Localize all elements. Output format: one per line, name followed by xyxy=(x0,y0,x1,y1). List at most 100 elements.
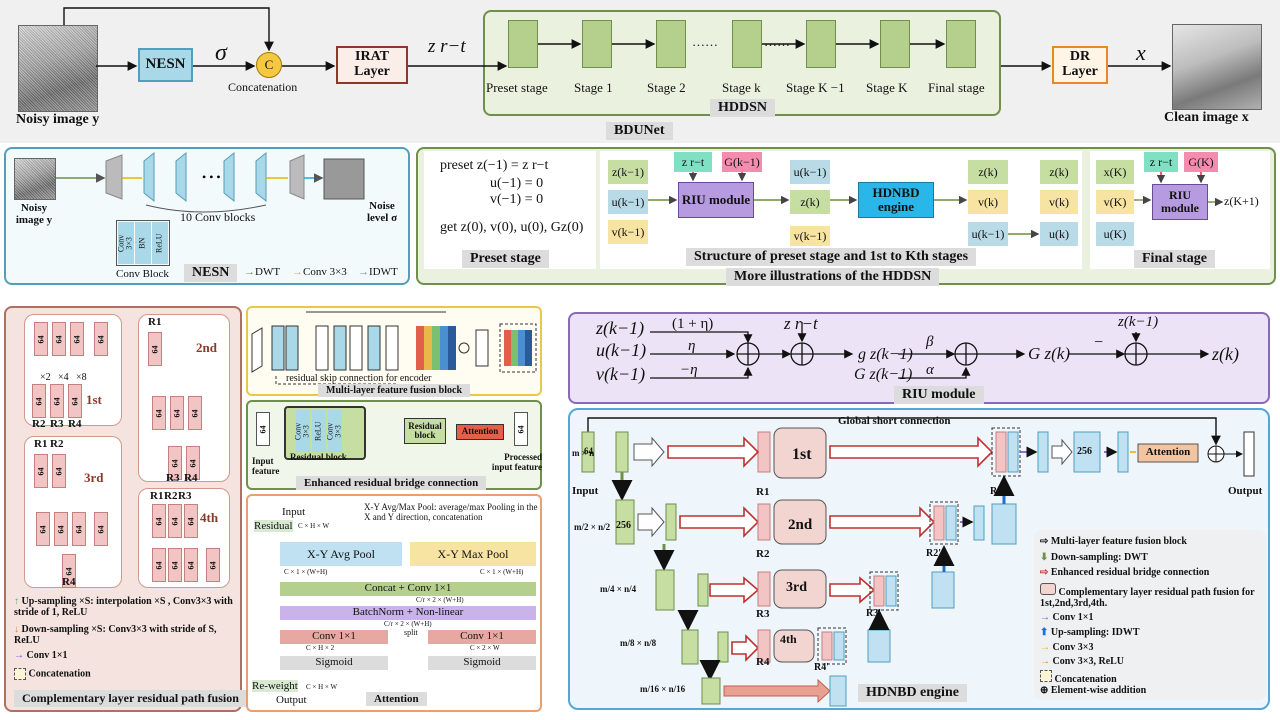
sigma-symbol: σ xyxy=(215,40,227,66)
legend-item: Concatenation xyxy=(1040,670,1117,685)
riu-neg-eta: −η xyxy=(680,362,698,378)
z-prev-cell: z(k−1) xyxy=(608,160,648,184)
hdnbd-input: Input xyxy=(572,485,599,497)
mlff-tag: Multi-layer feature fusion block xyxy=(318,384,471,397)
hdnbd-dim: m/4 × n/4 xyxy=(600,584,637,594)
conv-block-label: Conv Block xyxy=(116,268,169,280)
riu-v: v(k−1) xyxy=(596,364,646,384)
top-arrows xyxy=(63,7,1172,71)
att-sig2: Sigmoid xyxy=(428,656,536,670)
stage-label: Final stage xyxy=(928,80,985,95)
riu-eta: η xyxy=(688,338,696,354)
u-mid-cell: u(k−1) xyxy=(790,160,830,184)
z-out-cell: z(k) xyxy=(968,160,1008,184)
irat-box: IRAT Layer xyxy=(336,46,408,84)
noisy-image-label: Noisy image y xyxy=(16,112,100,127)
u-K-cell: u(K) xyxy=(1096,222,1134,246)
erbc-pill: 64 xyxy=(256,412,270,446)
pill-64: 64 xyxy=(54,512,68,546)
att-bn: BatchNorm + Non-linear xyxy=(280,606,536,620)
riu-g: g z(k−1) xyxy=(858,346,913,363)
x-K-cell: x(K) xyxy=(1096,160,1134,184)
hdnbd-r: R1 xyxy=(756,486,770,498)
pill-64: 64 xyxy=(188,396,202,430)
pill-64: 64 xyxy=(34,454,48,488)
clrpf-3rd-r: R2 xyxy=(50,438,64,450)
att-sig1: Sigmoid xyxy=(280,656,388,670)
erbc-item: Conv 3×3 xyxy=(294,410,311,452)
legend-item: ⬇ Down-sampling: DWT xyxy=(1040,552,1148,563)
stage-label: Stage k xyxy=(722,80,761,95)
riu-alpha: α xyxy=(926,362,934,378)
z-mid-cell: z(k) xyxy=(790,190,830,214)
v-K-cell: v(K) xyxy=(1096,190,1134,214)
hdnbd-output: Output xyxy=(1228,485,1263,497)
att-conv1: Conv 1×1 xyxy=(280,630,388,644)
mult: ×2 xyxy=(40,372,51,383)
concat-circle: C xyxy=(256,52,282,78)
att-note: X-Y Avg/Max Pool: average/max Pooling in… xyxy=(364,502,538,522)
preset-line: get z(0), v(0), u(0), Gz(0) xyxy=(440,220,584,235)
hdnbd-rprime: R1' xyxy=(990,486,1005,497)
structure-tag: Structure of preset stage and 1st to Kth… xyxy=(686,248,977,266)
block-item-label: BN xyxy=(137,237,147,249)
pill-64: 64 xyxy=(94,322,108,356)
stage-box-2 xyxy=(656,20,686,68)
stage-box-k xyxy=(732,20,762,68)
legend-item: ⊕ Element-wise addition xyxy=(1040,685,1147,696)
u-prev-cell: u(k−1) xyxy=(608,190,648,214)
hdnbd-64: 64 xyxy=(584,446,593,456)
att-output: Output xyxy=(276,694,307,706)
nesn-blocks: • • • xyxy=(56,151,365,213)
conv-blocks-label: 10 Conv blocks xyxy=(180,210,256,224)
att-conv2: Conv 1×1 xyxy=(428,630,536,644)
stage-label: Stage K xyxy=(866,80,908,95)
att-input: Input xyxy=(282,506,306,518)
final-riu-box[interactable]: RIU module xyxy=(1152,184,1208,220)
nesn-noisy-image xyxy=(14,158,56,200)
mult: ×8 xyxy=(76,372,87,383)
attention-panel xyxy=(246,494,542,712)
legend-item: Complementary layer residual path fusion… xyxy=(1040,583,1262,609)
preset-tag: Preset stage xyxy=(462,250,549,268)
hdnbd-box[interactable]: HDNBD engine xyxy=(858,182,934,218)
ord-2nd: 2nd xyxy=(196,340,217,355)
pill-64: 64 xyxy=(152,548,166,582)
dr-box: DR Layer xyxy=(1052,46,1108,84)
ord-3rd: 3rd xyxy=(84,470,104,485)
clean-image-label: Clean image x xyxy=(1164,110,1249,125)
stage-box-final xyxy=(946,20,976,68)
hdnbd-r: R3 xyxy=(756,608,770,620)
v-k-cell: v(k) xyxy=(1040,190,1078,214)
dr-label: DR Layer xyxy=(1062,49,1098,79)
hdnbd-dim: m/2 × n/2 xyxy=(574,522,611,532)
riu-one-eta: (1 + η) xyxy=(672,316,714,332)
hdnbd-rprime: R4' xyxy=(814,662,829,673)
erbc-input: Input feature xyxy=(252,456,280,476)
pill-64: 64 xyxy=(32,384,46,418)
svg-text:• • •: • • • xyxy=(202,170,221,184)
dots: …… xyxy=(692,34,718,49)
zrt-cell: z r−t xyxy=(674,152,712,172)
riu-box[interactable]: RIU module xyxy=(678,182,754,218)
dots: …… xyxy=(764,34,790,49)
erbc-item: ReLU xyxy=(312,410,326,452)
u-k-cell: u(k) xyxy=(1040,222,1078,246)
clrpf-legend-conv: → Conv 1×1 xyxy=(14,650,68,661)
stage-label: Stage 1 xyxy=(574,80,613,95)
erbc-pill: 64 xyxy=(514,412,528,446)
legend-item: → Conv 1×1 xyxy=(1040,612,1094,623)
pill-64: 64 xyxy=(52,454,66,488)
erbc-residual-block2: Residual block xyxy=(404,418,446,444)
stage-box-1 xyxy=(582,20,612,68)
stage-box-K xyxy=(880,20,910,68)
hdnbd-drawing xyxy=(581,417,1255,707)
pill-64: 64 xyxy=(184,504,198,538)
pill-64: 64 xyxy=(50,384,64,418)
riu-minus: − xyxy=(1094,334,1104,351)
clrpf-1st-r: R2 xyxy=(32,418,46,430)
pill-64: 64 xyxy=(94,512,108,546)
riu-zrt: z r−t xyxy=(784,314,818,333)
clrpf-2nd-r: R4 xyxy=(184,472,198,484)
pill-64: 64 xyxy=(70,322,84,356)
